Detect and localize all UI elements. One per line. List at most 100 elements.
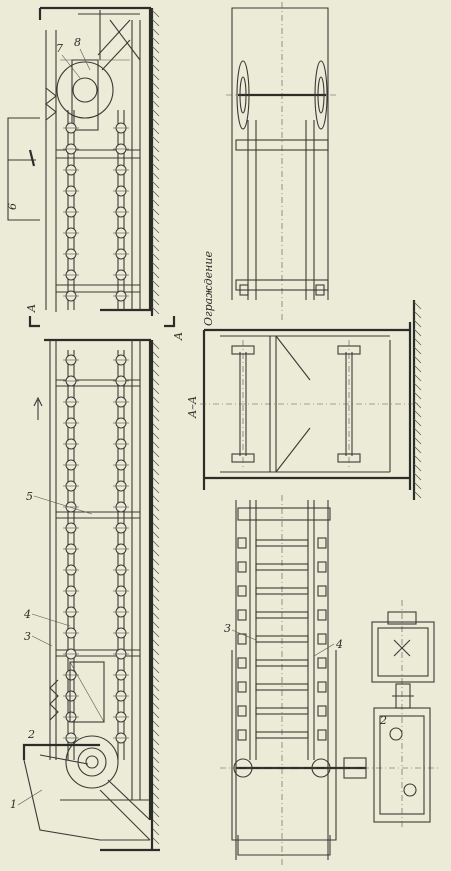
floor-hatch [413, 391, 422, 400]
floor-hatch [151, 207, 160, 216]
floor-hatch [151, 674, 160, 683]
floor-hatch [151, 620, 160, 629]
floor-hatch [151, 494, 160, 503]
floor-hatch [151, 108, 160, 117]
plan-link [237, 681, 247, 693]
floor-hatch [151, 521, 160, 530]
label-8: 8 [74, 36, 81, 49]
floor-hatch [151, 503, 160, 512]
floor-hatch [151, 512, 160, 521]
floor-hatch [413, 400, 422, 409]
floor-hatch [151, 171, 160, 180]
plan-link [317, 537, 327, 549]
floor-hatch [151, 755, 160, 764]
plan-link [317, 561, 327, 573]
floor-hatch [151, 9, 160, 18]
floor-hatch [151, 593, 160, 602]
floor-hatch [151, 629, 160, 638]
plan-slat [255, 683, 309, 691]
floor-hatch [151, 180, 160, 189]
floor-hatch [151, 413, 160, 422]
floor-hatch [413, 355, 422, 364]
floor-hatch [151, 135, 160, 144]
floor-hatch [151, 692, 160, 701]
plan-view-lower [220, 495, 440, 866]
plan-link [237, 561, 247, 573]
label-6: 6 [6, 203, 19, 210]
floor-hatch [151, 288, 160, 297]
floor-hatch [151, 81, 160, 90]
floor-hatch [413, 481, 422, 490]
floor-hatch [151, 297, 160, 306]
floor-hatch [413, 427, 422, 436]
floor-hatch [151, 791, 160, 800]
floor-hatch [151, 341, 160, 350]
floor-hatch [151, 539, 160, 548]
plan-link [237, 657, 247, 669]
floor-hatch [151, 557, 160, 566]
floor-hatch [151, 162, 160, 171]
plan-slat [255, 731, 309, 739]
plan-link [317, 705, 327, 717]
plan-link [317, 729, 327, 741]
floor-hatch [151, 189, 160, 198]
floor-hatch [151, 99, 160, 108]
plan-link [317, 681, 327, 693]
floor-hatch [413, 436, 422, 445]
floor-hatch [151, 611, 160, 620]
floor-hatch [151, 395, 160, 404]
floor-hatch [151, 818, 160, 827]
floor-hatch [151, 638, 160, 647]
floor-hatch [151, 126, 160, 135]
floor-hatch [151, 440, 160, 449]
arrow-left-icon [33, 396, 43, 420]
plan-slat [255, 539, 309, 547]
floor-hatch [151, 368, 160, 377]
floor-hatch [151, 710, 160, 719]
floor-hatch [151, 458, 160, 467]
floor-hatch [151, 198, 160, 207]
floor-hatch [151, 386, 160, 395]
floor-hatch [151, 45, 160, 54]
floor-hatch [151, 350, 160, 359]
floor-hatch [151, 530, 160, 539]
side-view-upper [7, 6, 160, 316]
floor-hatch [151, 746, 160, 755]
floor-hatch [151, 701, 160, 710]
plan-slat [255, 611, 309, 619]
floor-hatch [151, 261, 160, 270]
plan-slat [255, 659, 309, 667]
section-a-a [200, 300, 422, 500]
floor-hatch [151, 683, 160, 692]
floor-hatch [151, 584, 160, 593]
floor-hatch [151, 216, 160, 225]
floor-hatch [413, 301, 422, 310]
floor-hatch [151, 27, 160, 36]
floor-hatch [151, 279, 160, 288]
plan-slat [255, 563, 309, 571]
floor-hatch [151, 476, 160, 485]
floor-hatch [151, 90, 160, 99]
floor-hatch [151, 449, 160, 458]
floor-hatch [151, 836, 160, 845]
floor-hatch [413, 346, 422, 355]
side-view-lower [22, 338, 160, 852]
floor-hatch [151, 153, 160, 162]
plan-link [237, 705, 247, 717]
plan-link [237, 609, 247, 621]
floor-hatch [151, 243, 160, 252]
label-guard: Ограждение [202, 251, 215, 326]
floor-hatch [413, 364, 422, 373]
floor-hatch [151, 72, 160, 81]
plan-view-upper [226, 2, 338, 320]
section-title: А–А [186, 396, 199, 419]
floor-hatch [151, 404, 160, 413]
floor-hatch [151, 252, 160, 261]
floor-hatch [151, 485, 160, 494]
plan-link [317, 633, 327, 645]
floor-hatch [151, 575, 160, 584]
floor-hatch [151, 719, 160, 728]
floor-hatch [413, 310, 422, 319]
